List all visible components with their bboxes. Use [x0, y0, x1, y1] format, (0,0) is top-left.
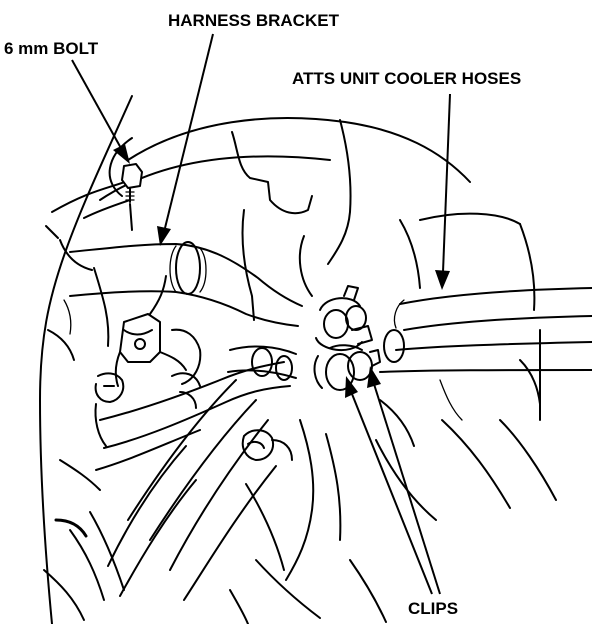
6mm-bolt [121, 163, 143, 231]
hose-clips [313, 285, 381, 391]
leader-hoses [435, 93, 451, 290]
atts-cooler-hoses [379, 287, 592, 373]
left-fender [39, 95, 133, 625]
label-6mm-bolt: 6 mm BOLT [4, 39, 99, 58]
engine-block [229, 119, 557, 625]
lower-left-components [47, 299, 201, 538]
label-harness-bracket: HARNESS BRACKET [168, 11, 340, 30]
leader-bolt [71, 59, 130, 164]
label-atts-cooler-hoses: ATTS UNIT COOLER HOSES [292, 69, 521, 88]
label-clips: CLIPS [408, 599, 458, 618]
upper-body-structure [45, 117, 471, 271]
leader-clips [345, 366, 441, 595]
radiator-hose [69, 241, 303, 327]
lower-pipes [95, 345, 297, 601]
harness-bracket [114, 275, 202, 387]
